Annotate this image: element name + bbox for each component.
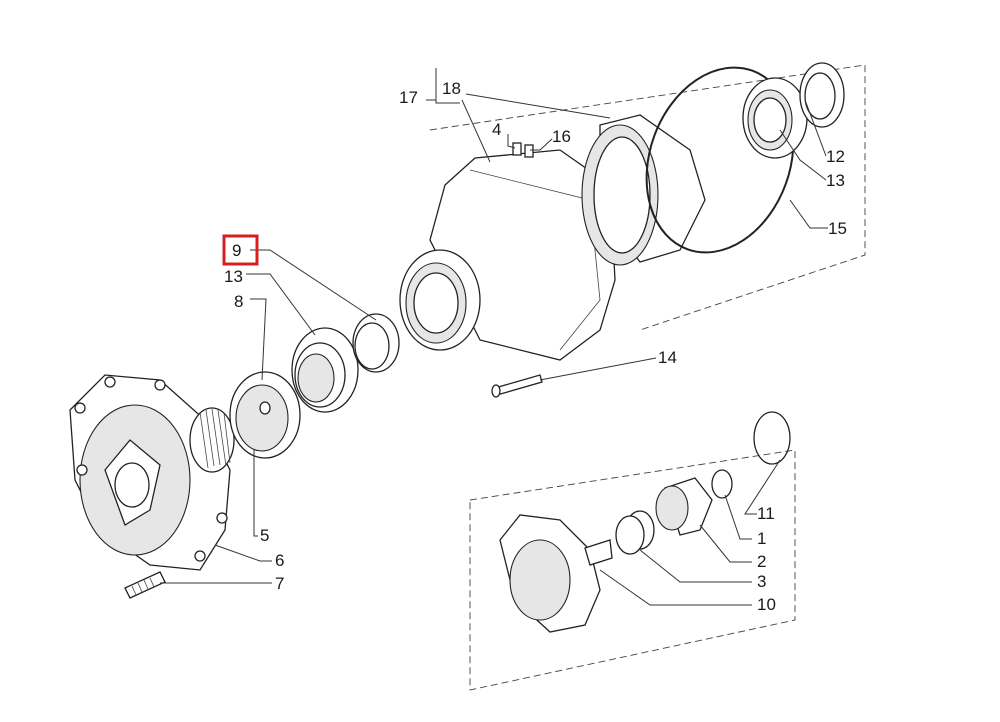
bearing-part-13-right [742,77,808,159]
callout-14[interactable]: 14 [658,348,677,367]
callout-13-upper[interactable]: 13 [826,171,845,190]
upper-group-outline [429,64,866,331]
sun-gear-part-2 [655,477,713,536]
bolt-part-14 [491,374,543,398]
wheel-stud-part-7 [124,571,166,599]
callout-10[interactable]: 10 [757,595,776,614]
callout-16[interactable]: 16 [552,127,571,146]
ring-gear-part-18 [581,114,706,266]
highlight-box [222,234,259,266]
callout-7[interactable]: 7 [275,574,284,593]
breather-part-4 [512,142,522,156]
bushing-part-3 [615,510,655,555]
callout-12[interactable]: 12 [826,147,845,166]
callout-8[interactable]: 8 [234,292,243,311]
seal-part-8 [229,371,301,459]
lower-group-outline [469,449,796,691]
callout-5[interactable]: 5 [260,526,269,545]
bearing-part-13-left [291,327,359,413]
lock-nut-part-12 [799,62,845,128]
callout-4[interactable]: 4 [492,120,501,139]
callout-2[interactable]: 2 [757,552,766,571]
ring-part-9 [352,313,400,373]
callout-17[interactable]: 17 [399,88,418,107]
wheel-hub-part-6 [69,374,235,571]
plug-part-16 [524,144,534,158]
snap-ring-part-1 [711,469,733,499]
circlip-part-11 [753,411,791,465]
callout-11[interactable]: 11 [757,504,775,523]
o-ring-part-15 [645,66,795,254]
callout-6[interactable]: 6 [275,551,284,570]
hub-housing-part-17 [399,149,616,361]
callout-9[interactable]: 9 [232,241,241,260]
callout-13-lower[interactable]: 13 [224,267,243,286]
callout-1[interactable]: 1 [757,529,766,548]
callout-18[interactable]: 18 [442,79,461,98]
callout-3[interactable]: 3 [757,572,766,591]
planet-carrier-part-10 [499,514,613,633]
callout-15[interactable]: 15 [828,219,847,238]
